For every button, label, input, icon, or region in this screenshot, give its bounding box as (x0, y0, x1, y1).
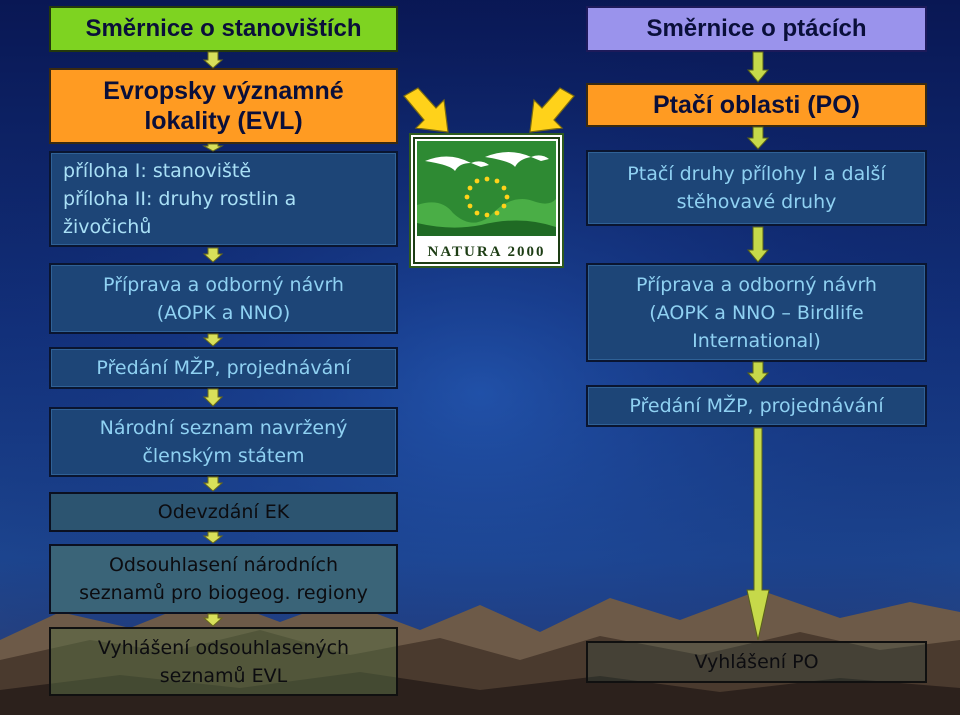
submission-box: Odevzdání EK (49, 492, 398, 532)
habitats-directive-header: Směrnice o stanovištích (49, 6, 398, 52)
birds-directive-header: Směrnice o ptácích (586, 6, 927, 52)
spa-title-box: Ptačí oblasti (PO) (586, 83, 927, 127)
evl-title-box: Evropsky významné lokality (EVL) (49, 68, 398, 144)
spa-handover-box: Předání MŽP, projednávání (586, 385, 927, 427)
eu-stars-icon (464, 176, 510, 218)
evl-declaration-box: Vyhlášení odsouhlasených seznamů EVL (49, 627, 398, 696)
evl-handover-box: Předání MŽP, projednávání (49, 347, 398, 389)
annex-box: příloha I: stanoviště příloha II: druhy … (49, 151, 398, 247)
natura-logo-graphic: NATURA 2000 (413, 137, 560, 264)
approval-box: Odsouhlasení národních seznamů pro bioge… (49, 544, 398, 614)
evl-proposal-box: Příprava a odborný návrh (AOPK a NNO) (49, 263, 398, 334)
arrow-to-logo-right (529, 87, 575, 133)
natura-2000-logo: NATURA 2000 (409, 133, 564, 268)
spa-proposal-box: Příprava a odborný návrh (AOPK a NNO – B… (586, 263, 927, 362)
national-list-box: Národní seznam navržený členským státem (49, 407, 398, 477)
arrow-to-logo-left (403, 87, 449, 133)
bird-species-box: Ptačí druhy přílohy I a další stěhovavé … (586, 150, 927, 226)
svg-text:NATURA 2000: NATURA 2000 (428, 244, 546, 260)
spa-declaration-box: Vyhlášení PO (586, 641, 927, 683)
